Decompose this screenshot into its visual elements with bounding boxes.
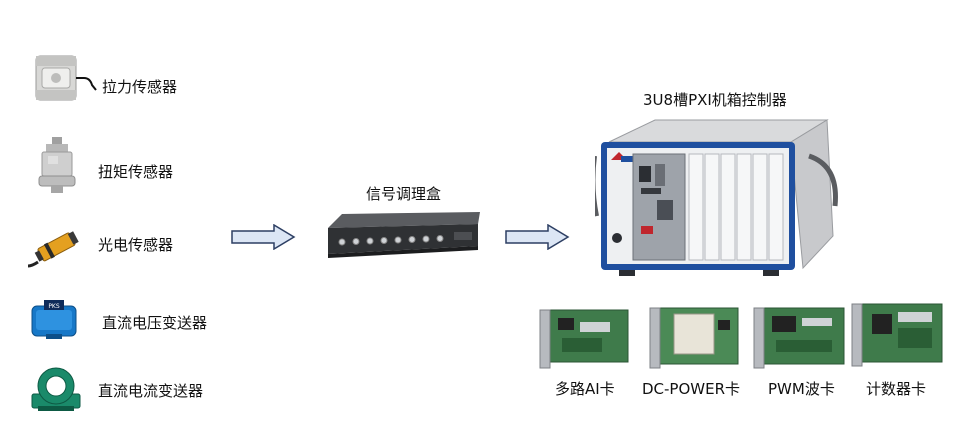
sensor-label-tension: 拉力传感器 <box>102 78 178 96</box>
sensor-label-photoelectric: 光电传感器 <box>98 236 174 254</box>
pwm-card-image <box>752 306 846 370</box>
card-label-pwm: PWM波卡 <box>768 380 835 398</box>
torque-sensor-icon <box>36 136 80 194</box>
s-type-load-cell-icon <box>28 52 98 104</box>
signal-conditioning-box-image <box>322 210 482 260</box>
card-label-counter: 计数器卡 <box>866 380 927 398</box>
sensor-label-torque: 扭矩传感器 <box>98 163 174 181</box>
conditioning-box-title: 信号调理盒 <box>366 185 442 203</box>
card-label-dc-power: DC-POWER卡 <box>642 380 741 398</box>
photoelectric-sensor-icon <box>26 222 86 268</box>
sensor-label-dc-current: 直流电流变送器 <box>98 382 204 400</box>
dc-voltage-transmitter-icon: PKS <box>28 298 80 340</box>
flow-arrow-right <box>230 223 296 251</box>
card-label-ai: 多路AI卡 <box>555 380 615 398</box>
ai-card-image <box>538 308 630 370</box>
sensor-label-dc-voltage: 直流电压变送器 <box>102 314 208 332</box>
dc-power-card-image <box>648 306 740 370</box>
dc-current-transmitter-icon <box>28 366 84 412</box>
svg-text:PKS: PKS <box>48 303 60 310</box>
controller-title: 3U8槽PXI机箱控制器 <box>643 91 787 109</box>
counter-card-image <box>850 302 944 368</box>
flow-arrow-right-2 <box>504 223 570 251</box>
pxi-chassis-image <box>591 116 841 284</box>
